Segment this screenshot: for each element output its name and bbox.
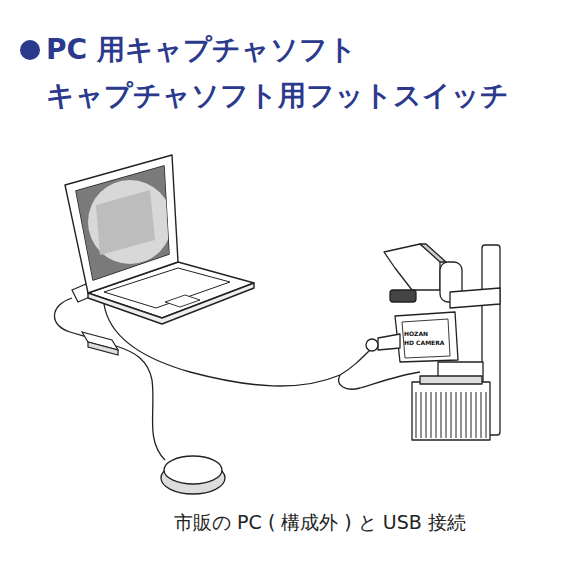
title-bullet	[20, 40, 40, 60]
grip-rib	[486, 392, 487, 438]
drawing-stroke	[390, 290, 416, 302]
drawing-stroke	[420, 376, 482, 384]
grip-rib	[466, 392, 467, 438]
drawing-stroke	[450, 288, 500, 308]
grip-rib	[476, 392, 477, 438]
drawing-stroke	[54, 298, 84, 336]
grip-rib	[446, 392, 447, 438]
drawing-stroke	[378, 334, 400, 350]
drawing-stroke	[164, 456, 222, 484]
drawing-stroke	[412, 382, 490, 440]
drawing-stroke	[70, 150, 190, 290]
title: PC 用キャプチャソフト キャプチャソフト用フットスイッチ	[46, 27, 556, 119]
grip-rib	[436, 392, 437, 438]
drawing-stroke	[165, 295, 200, 307]
grip-rib	[426, 392, 427, 438]
caption: 市販の PC ( 構成外 ) と USB 接続	[110, 510, 530, 536]
camera-marking: HD CAMERA	[404, 339, 444, 346]
grip-rib	[421, 392, 422, 438]
drawing-stroke	[88, 180, 172, 264]
switch-adapter	[82, 332, 118, 355]
drawing-stroke	[366, 339, 378, 351]
grip-rib	[431, 392, 432, 438]
drawing-stroke	[339, 372, 420, 389]
drawing-stroke	[96, 190, 155, 255]
grip-rib	[461, 392, 462, 438]
microscope	[366, 244, 500, 440]
laptop	[65, 150, 254, 324]
drawing-stroke	[88, 342, 118, 355]
grip-rib	[416, 392, 417, 438]
drawing-stroke	[70, 150, 190, 290]
cables	[54, 298, 420, 460]
grip-rib	[451, 392, 452, 438]
drawing-stroke	[402, 319, 450, 358]
grip-rib	[441, 392, 442, 438]
drawing-stroke	[59, 300, 84, 334]
grip-rib	[471, 392, 472, 438]
grip-rib	[481, 392, 482, 438]
drawing-stroke	[116, 346, 165, 460]
grip-rib	[456, 392, 457, 438]
drawing-stroke	[395, 312, 458, 362]
grip-ribs	[416, 392, 486, 438]
foot-switch	[161, 456, 225, 494]
drawing-stroke	[420, 244, 446, 262]
camera-marking: HOZAN	[404, 330, 428, 337]
